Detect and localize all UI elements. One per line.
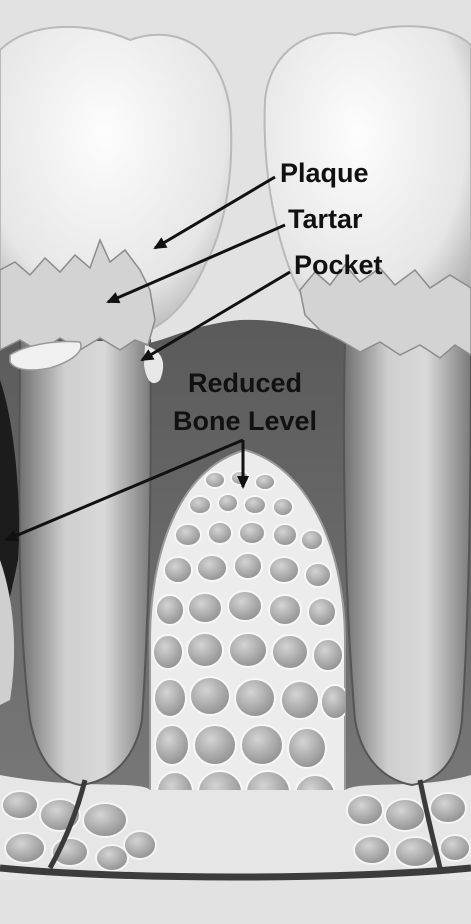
plaque-label: Plaque bbox=[280, 158, 369, 188]
left-tooth-root bbox=[19, 340, 151, 785]
reduced-bone-level-label-line2: Bone Level bbox=[173, 406, 317, 436]
tartar-label: Tartar bbox=[288, 204, 363, 234]
reduced-bone-level-label-line1: Reduced bbox=[188, 368, 302, 398]
right-tooth-root bbox=[344, 340, 471, 785]
pocket-label: Pocket bbox=[294, 250, 383, 280]
